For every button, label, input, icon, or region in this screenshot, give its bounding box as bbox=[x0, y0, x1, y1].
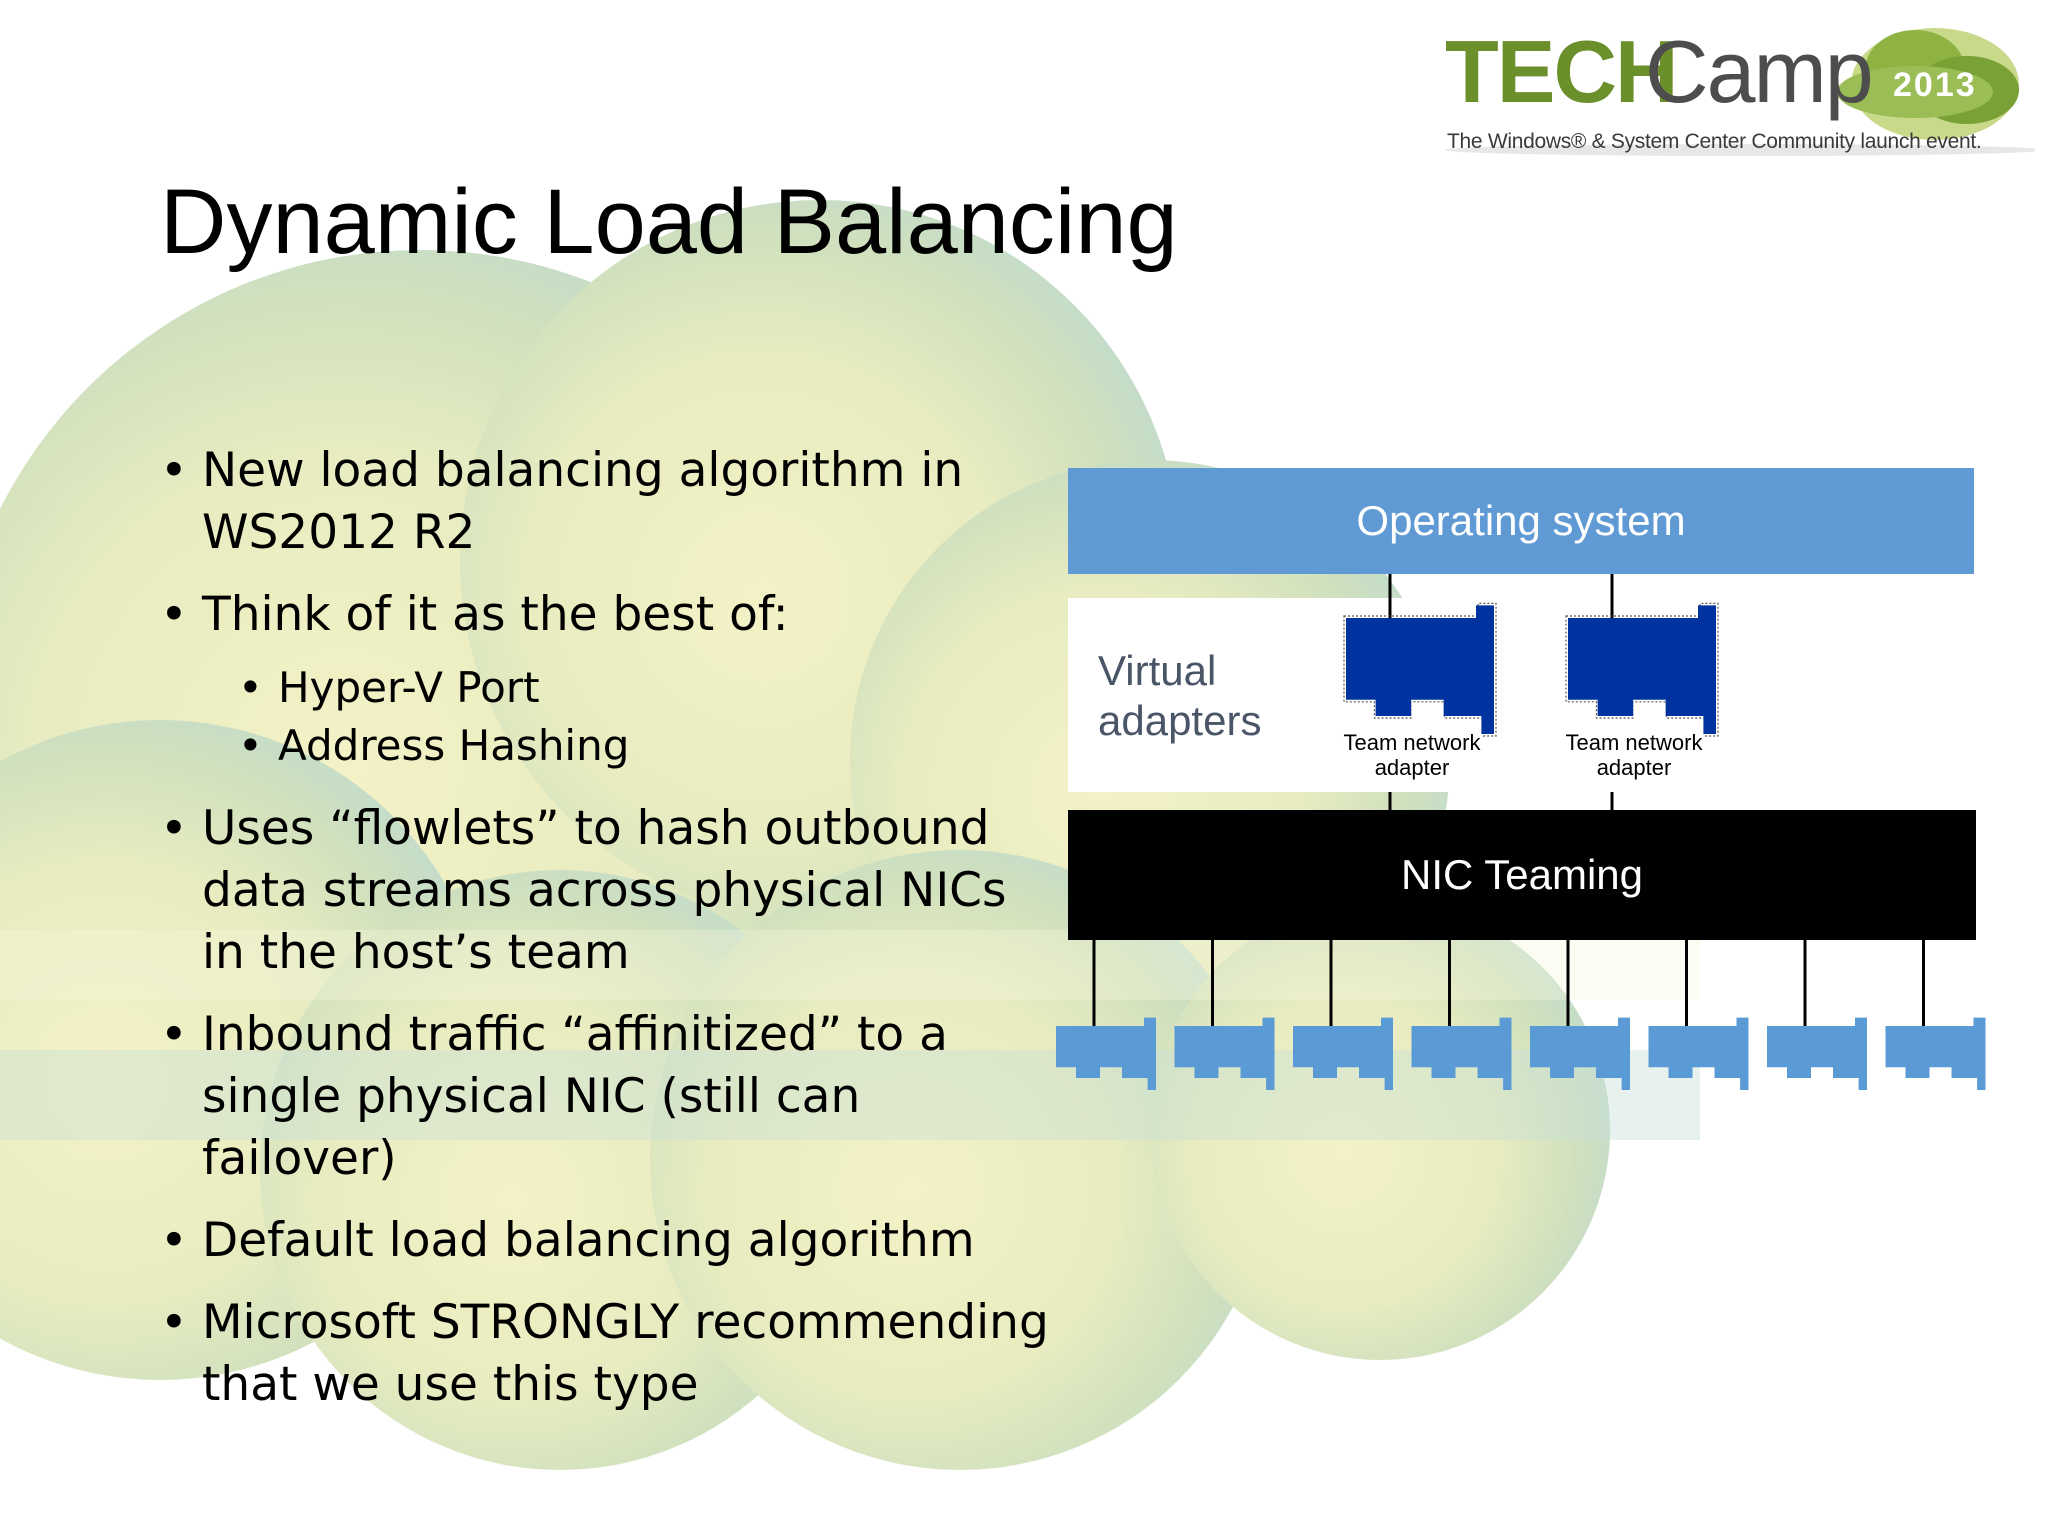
adapter-selection-outline bbox=[1343, 602, 1497, 737]
physical-nic-icon bbox=[1885, 1017, 1986, 1090]
physical-nic-icon bbox=[1767, 1017, 1867, 1090]
techcamp-logo: TECH Camp 2013 The Windows® & System Cen… bbox=[1395, 8, 2035, 168]
bullet-item: Microsoft STRONGLY recommending that we … bbox=[160, 1292, 1060, 1416]
virtual-adapters-label-line1: Virtual bbox=[1098, 647, 1217, 694]
team-adapter-label-line2: adapter bbox=[1596, 755, 1672, 780]
logo-year-text: 2013 bbox=[1893, 66, 1977, 104]
logo-tech-text: TECH bbox=[1445, 22, 1679, 121]
team-adapter-label-line1: Team network bbox=[1565, 730, 1703, 755]
physical-nic-icon bbox=[1056, 1017, 1156, 1090]
team-adapter-label: Team network adapter bbox=[1312, 730, 1512, 780]
bullet-item: Think of it as the best of: bbox=[160, 584, 1060, 646]
sub-bullet-item: Address Hashing bbox=[160, 716, 1060, 776]
bullet-list: New load balancing algorithm in WS2012 R… bbox=[160, 440, 1060, 1436]
team-network-adapter-icon bbox=[1568, 605, 1716, 734]
team-adapter-label-line1: Team network bbox=[1343, 730, 1481, 755]
bullet-item: Uses “flowlets” to hash outbound data st… bbox=[160, 798, 1060, 984]
team-network-adapter-icon bbox=[1346, 605, 1494, 734]
virtual-adapters-box bbox=[1068, 598, 1974, 792]
slide-title: Dynamic Load Balancing bbox=[160, 171, 1178, 273]
diagram-connectors bbox=[1056, 572, 1986, 1090]
logo-cloud-icon bbox=[1445, 28, 2035, 156]
virtual-adapters-label-line2: adapters bbox=[1098, 697, 1262, 744]
team-adapter-label-line2: adapter bbox=[1374, 755, 1450, 780]
physical-nic-icon bbox=[1648, 1017, 1749, 1090]
nic-teaming-box: NIC Teaming bbox=[1068, 810, 1976, 940]
nic-teaming-label: NIC Teaming bbox=[1401, 851, 1643, 898]
logo-tagline: The Windows® & System Center Community l… bbox=[1447, 130, 1982, 153]
nic-teaming-diagram: Operating system Virtual adapters Team n… bbox=[1054, 466, 2004, 1112]
sub-bullet-item: Hyper-V Port bbox=[160, 658, 1060, 718]
physical-nic-icon bbox=[1293, 1017, 1393, 1090]
bullet-item: New load balancing algorithm in WS2012 R… bbox=[160, 440, 1060, 564]
team-adapter-label: Team network adapter bbox=[1534, 730, 1734, 780]
physical-nic-icon bbox=[1411, 1017, 1512, 1090]
virtual-adapters-label: Virtual adapters bbox=[1098, 646, 1261, 746]
logo-camp-text: Camp bbox=[1645, 22, 1874, 121]
physical-nic-icon bbox=[1530, 1017, 1630, 1090]
physical-nic-icon bbox=[1174, 1017, 1275, 1090]
operating-system-label: Operating system bbox=[1356, 497, 1686, 544]
bullet-item: Default load balancing algorithm bbox=[160, 1210, 1060, 1272]
bullet-item: Inbound traffic “affinitized” to a singl… bbox=[160, 1004, 1060, 1190]
adapter-selection-outline bbox=[1565, 602, 1719, 737]
operating-system-box: Operating system bbox=[1068, 468, 1974, 574]
